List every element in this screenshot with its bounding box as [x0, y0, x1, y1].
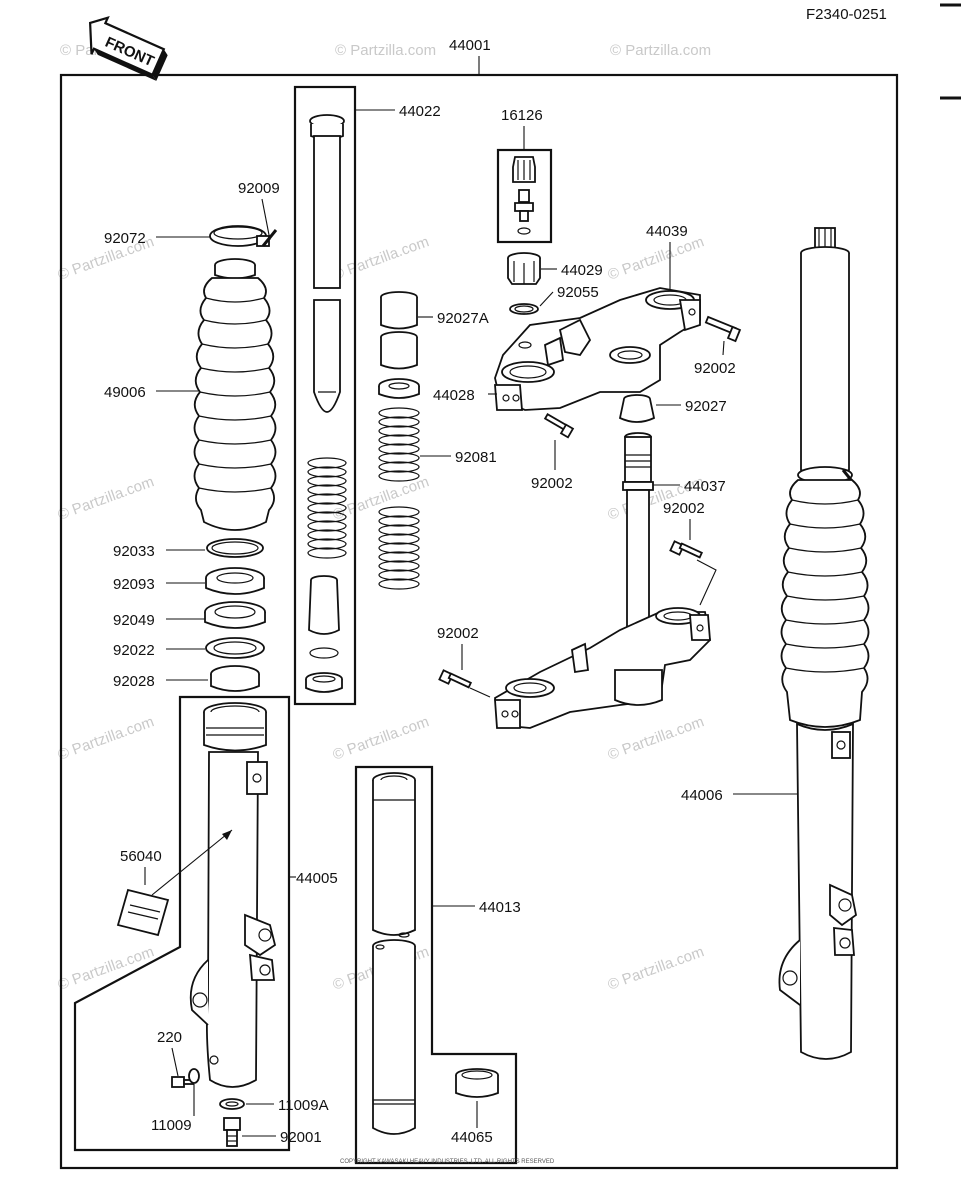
drain-bolt	[223, 1117, 241, 1147]
valve-seal	[517, 227, 531, 235]
leader-line	[469, 687, 491, 698]
part-label-56040[interactable]: 56040	[120, 848, 162, 865]
washer-11009	[188, 1068, 200, 1084]
collar-92027	[618, 394, 656, 423]
part-label-92055[interactable]: 92055	[557, 284, 599, 301]
fork-boot-left	[193, 258, 277, 531]
bolt-92002-upper-center	[543, 413, 575, 439]
guide-bushing	[305, 672, 343, 693]
dust-seal	[205, 567, 265, 595]
watermark: © Partzilla.com	[56, 713, 157, 764]
front-direction-arrow: FRONT	[88, 15, 168, 81]
bolt-92002-upper-right	[704, 315, 742, 343]
oil-lock-piece	[308, 575, 340, 635]
washer	[205, 637, 265, 659]
guide-bushing-outer	[210, 665, 260, 692]
part-label-16126[interactable]: 16126	[501, 107, 543, 124]
part-label-44037[interactable]: 44037	[684, 478, 726, 495]
watermark: © Partzilla.com	[610, 42, 711, 59]
part-label-44001[interactable]: 44001	[449, 37, 491, 54]
leader-arrowhead	[222, 830, 232, 840]
watermark: © Partzilla.com	[606, 943, 707, 994]
part-label-92001[interactable]: 92001	[280, 1129, 322, 1146]
assembly-frame	[59, 73, 899, 1170]
part-label-92072[interactable]: 92072	[104, 230, 146, 247]
spring-seat	[378, 378, 420, 399]
part-label-92028[interactable]: 92028	[113, 673, 155, 690]
bolt-92002-lower-left	[438, 669, 473, 689]
fork-leg-assembled-right	[778, 227, 870, 1060]
small-ring	[309, 647, 339, 659]
watermark: © Partzilla.com	[606, 233, 707, 284]
part-label-220[interactable]: 220	[157, 1029, 182, 1046]
group-box-44013	[354, 765, 518, 1165]
upper-fork-bracket	[494, 287, 701, 411]
part-label-49006[interactable]: 49006	[104, 384, 146, 401]
o-ring	[509, 303, 539, 315]
snap-ring	[206, 538, 264, 558]
leader-line	[539, 291, 554, 307]
fork-cap-bolt	[507, 252, 541, 285]
slide-bushing	[455, 1068, 499, 1098]
drawing-code: F2340-0251	[806, 6, 887, 23]
gasket-11009A	[219, 1098, 245, 1110]
part-label-92002-a[interactable]: 92002	[694, 360, 736, 377]
oil-seal	[204, 601, 266, 629]
leader-line	[151, 829, 233, 896]
part-label-44013[interactable]: 44013	[479, 899, 521, 916]
part-label-44028[interactable]: 44028	[433, 387, 475, 404]
part-label-92027A[interactable]: 92027A	[437, 310, 489, 327]
group-box-44022	[293, 85, 357, 706]
part-label-92022[interactable]: 92022	[113, 642, 155, 659]
inner-tube	[372, 772, 416, 1135]
leader-line	[261, 198, 271, 241]
part-label-92009[interactable]: 92009	[238, 180, 280, 197]
part-label-92081[interactable]: 92081	[455, 449, 497, 466]
fork-damper-tube	[309, 114, 345, 413]
outer-tube-left	[189, 702, 277, 1088]
part-label-44005[interactable]: 44005	[296, 870, 338, 887]
group-box-44005	[73, 695, 291, 1152]
fork-spring-main	[378, 407, 420, 590]
part-label-11009A[interactable]: 11009A	[278, 1097, 329, 1114]
air-valve-stem	[514, 189, 534, 222]
leader-line	[722, 340, 725, 356]
watermark: © Partzilla.com	[56, 473, 157, 524]
part-label-44022[interactable]: 44022	[399, 103, 441, 120]
bolt-92002-lower-right	[669, 540, 704, 559]
part-label-92002-c[interactable]: 92002	[663, 500, 705, 517]
part-label-92093[interactable]: 92093	[113, 576, 155, 593]
spring-spacer	[380, 291, 418, 370]
part-label-92002-d[interactable]: 92002	[437, 625, 479, 642]
part-label-92049[interactable]: 92049	[113, 612, 155, 629]
fork-spring-short	[307, 457, 347, 559]
part-label-92027[interactable]: 92027	[685, 398, 727, 415]
watermark: © Partzilla.com	[606, 713, 707, 764]
part-label-11009[interactable]: 11009	[151, 1117, 192, 1134]
copyright-note: COPYRIGHT KAWASAKI HEAVY INDUSTRIES, LTD…	[340, 1159, 555, 1165]
part-label-44039[interactable]: 44039	[646, 223, 688, 240]
boot-clamp	[209, 225, 278, 247]
watermark: © Partzilla.com	[331, 233, 432, 284]
leader-line	[171, 1047, 179, 1077]
lower-fork-bracket	[494, 607, 711, 729]
part-label-92033[interactable]: 92033	[113, 543, 155, 560]
leader-line	[696, 559, 717, 606]
part-label-44065[interactable]: 44065	[451, 1129, 493, 1146]
warning-label-decal	[116, 888, 170, 937]
watermark: © Partzilla.com	[331, 713, 432, 764]
part-label-92002-b[interactable]: 92002	[531, 475, 573, 492]
watermark: © Partzilla.com	[335, 42, 436, 59]
part-label-44006[interactable]: 44006	[681, 787, 723, 804]
part-label-44029[interactable]: 44029	[561, 262, 603, 279]
air-valve-cap	[512, 156, 536, 183]
